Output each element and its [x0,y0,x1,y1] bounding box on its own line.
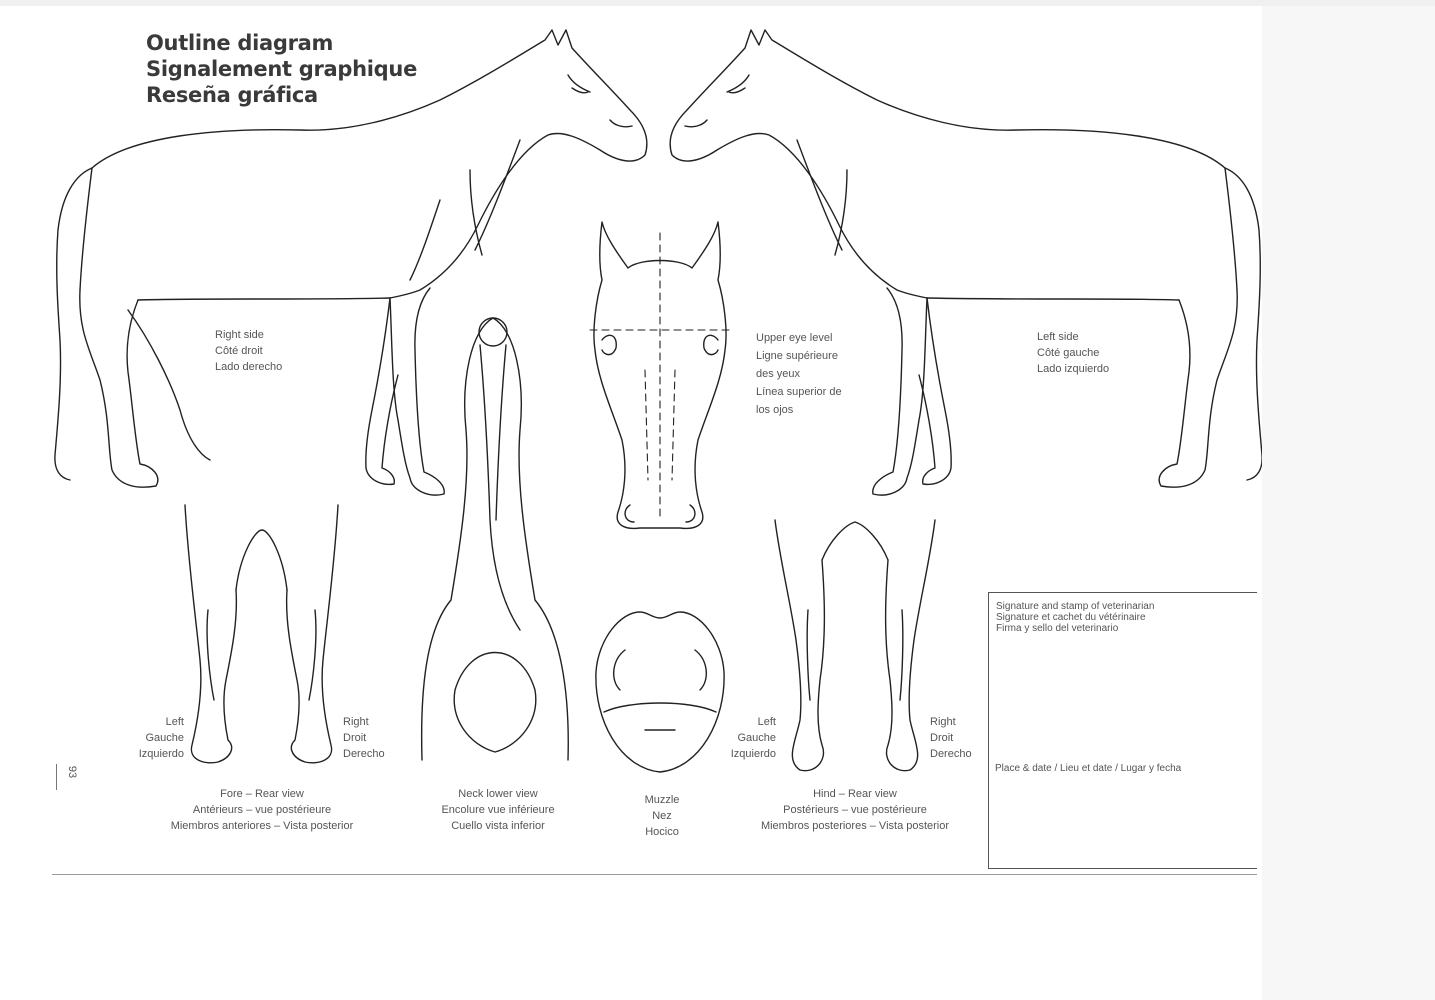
eye-level-label-es-2: los ojos [756,401,842,419]
hind-right-label-fr: Droit [930,730,972,746]
fore-right-label-es: Derecho [343,746,385,762]
neck-caption: Neck lower view Encolure vue inférieure … [418,786,578,834]
head-front-view-outline [590,222,730,528]
eye-level-label-en: Upper eye level [756,329,842,347]
eye-level-label-fr-2: des yeux [756,365,842,383]
neck-caption-en: Neck lower view [418,786,578,802]
right-side-label-en: Right side [215,327,282,343]
fore-legs-rear-view-outline [185,505,338,763]
signature-label-fr: Signature et cachet du vétérinaire [996,612,1154,623]
neck-lower-view-outline [422,318,569,760]
muzzle-caption: Muzzle Nez Hocico [622,792,702,840]
signature-label-es: Firma y sello del veterinario [996,623,1154,634]
neck-caption-fr: Encolure vue inférieure [418,802,578,818]
left-side-label: Left side Côté gauche Lado izquierdo [1037,329,1109,377]
neck-caption-es: Cuello vista inferior [418,818,578,834]
scan-margin-right [1262,0,1435,1000]
hind-left-label: Left Gauche Izquierdo [712,714,776,762]
right-side-label: Right side Côté droit Lado derecho [215,327,282,375]
fore-caption-en: Fore – Rear view [142,786,382,802]
eye-level-label: Upper eye level Ligne supérieure des yeu… [756,329,842,419]
muzzle-caption-fr: Nez [622,808,702,824]
page-number: 93 [66,766,78,778]
signature-instructions: Signature and stamp of veterinarian Sign… [996,601,1154,634]
hind-left-label-es: Izquierdo [712,746,776,762]
eye-level-label-es-1: Línea superior de [756,383,842,401]
signature-label-en: Signature and stamp of veterinarian [996,601,1154,612]
muzzle-outline [596,612,724,772]
fore-caption-fr: Antérieurs – vue postérieure [142,802,382,818]
hind-right-label-en: Right [930,714,972,730]
hind-caption: Hind – Rear view Postérieurs – vue posté… [730,786,980,834]
fore-right-label-en: Right [343,714,385,730]
hind-left-label-fr: Gauche [712,730,776,746]
hind-left-label-en: Left [712,714,776,730]
fore-caption-es: Miembros anteriores – Vista posterior [142,818,382,834]
hind-caption-en: Hind – Rear view [730,786,980,802]
fore-caption: Fore – Rear view Antérieurs – vue postér… [142,786,382,834]
fore-left-label-es: Izquierdo [120,746,184,762]
muzzle-caption-es: Hocico [622,824,702,840]
fore-right-label-fr: Droit [343,730,385,746]
fore-left-label: Left Gauche Izquierdo [120,714,184,762]
bottom-rule [52,874,1257,875]
right-side-label-fr: Côté droit [215,343,282,359]
left-side-label-fr: Côté gauche [1037,345,1109,361]
fore-left-label-fr: Gauche [120,730,184,746]
signature-box[interactable]: Signature and stamp of veterinarian Sign… [988,592,1257,869]
hind-caption-fr: Postérieurs – vue postérieure [730,802,980,818]
fore-right-label: Right Droit Derecho [343,714,385,762]
right-side-label-es: Lado derecho [215,359,282,375]
place-date-label: Place & date / Lieu et date / Lugar y fe… [995,763,1181,774]
muzzle-caption-en: Muzzle [622,792,702,808]
fore-left-label-en: Left [120,714,184,730]
left-side-horse-outline [670,30,1262,495]
left-side-label-es: Lado izquierdo [1037,361,1109,377]
title-english: Outline diagram [146,30,417,56]
page-title: Outline diagram Signalement graphique Re… [146,30,417,108]
hind-legs-rear-view-outline [775,520,935,771]
left-side-label-en: Left side [1037,329,1109,345]
eye-level-label-fr-1: Ligne supérieure [756,347,842,365]
hind-right-label-es: Derecho [930,746,972,762]
title-spanish: Reseña gráfica [146,82,417,108]
hind-caption-es: Miembros posteriores – Vista posterior [730,818,980,834]
title-french: Signalement graphique [146,56,417,82]
page-number-rule [56,764,57,790]
hind-right-label: Right Droit Derecho [930,714,972,762]
